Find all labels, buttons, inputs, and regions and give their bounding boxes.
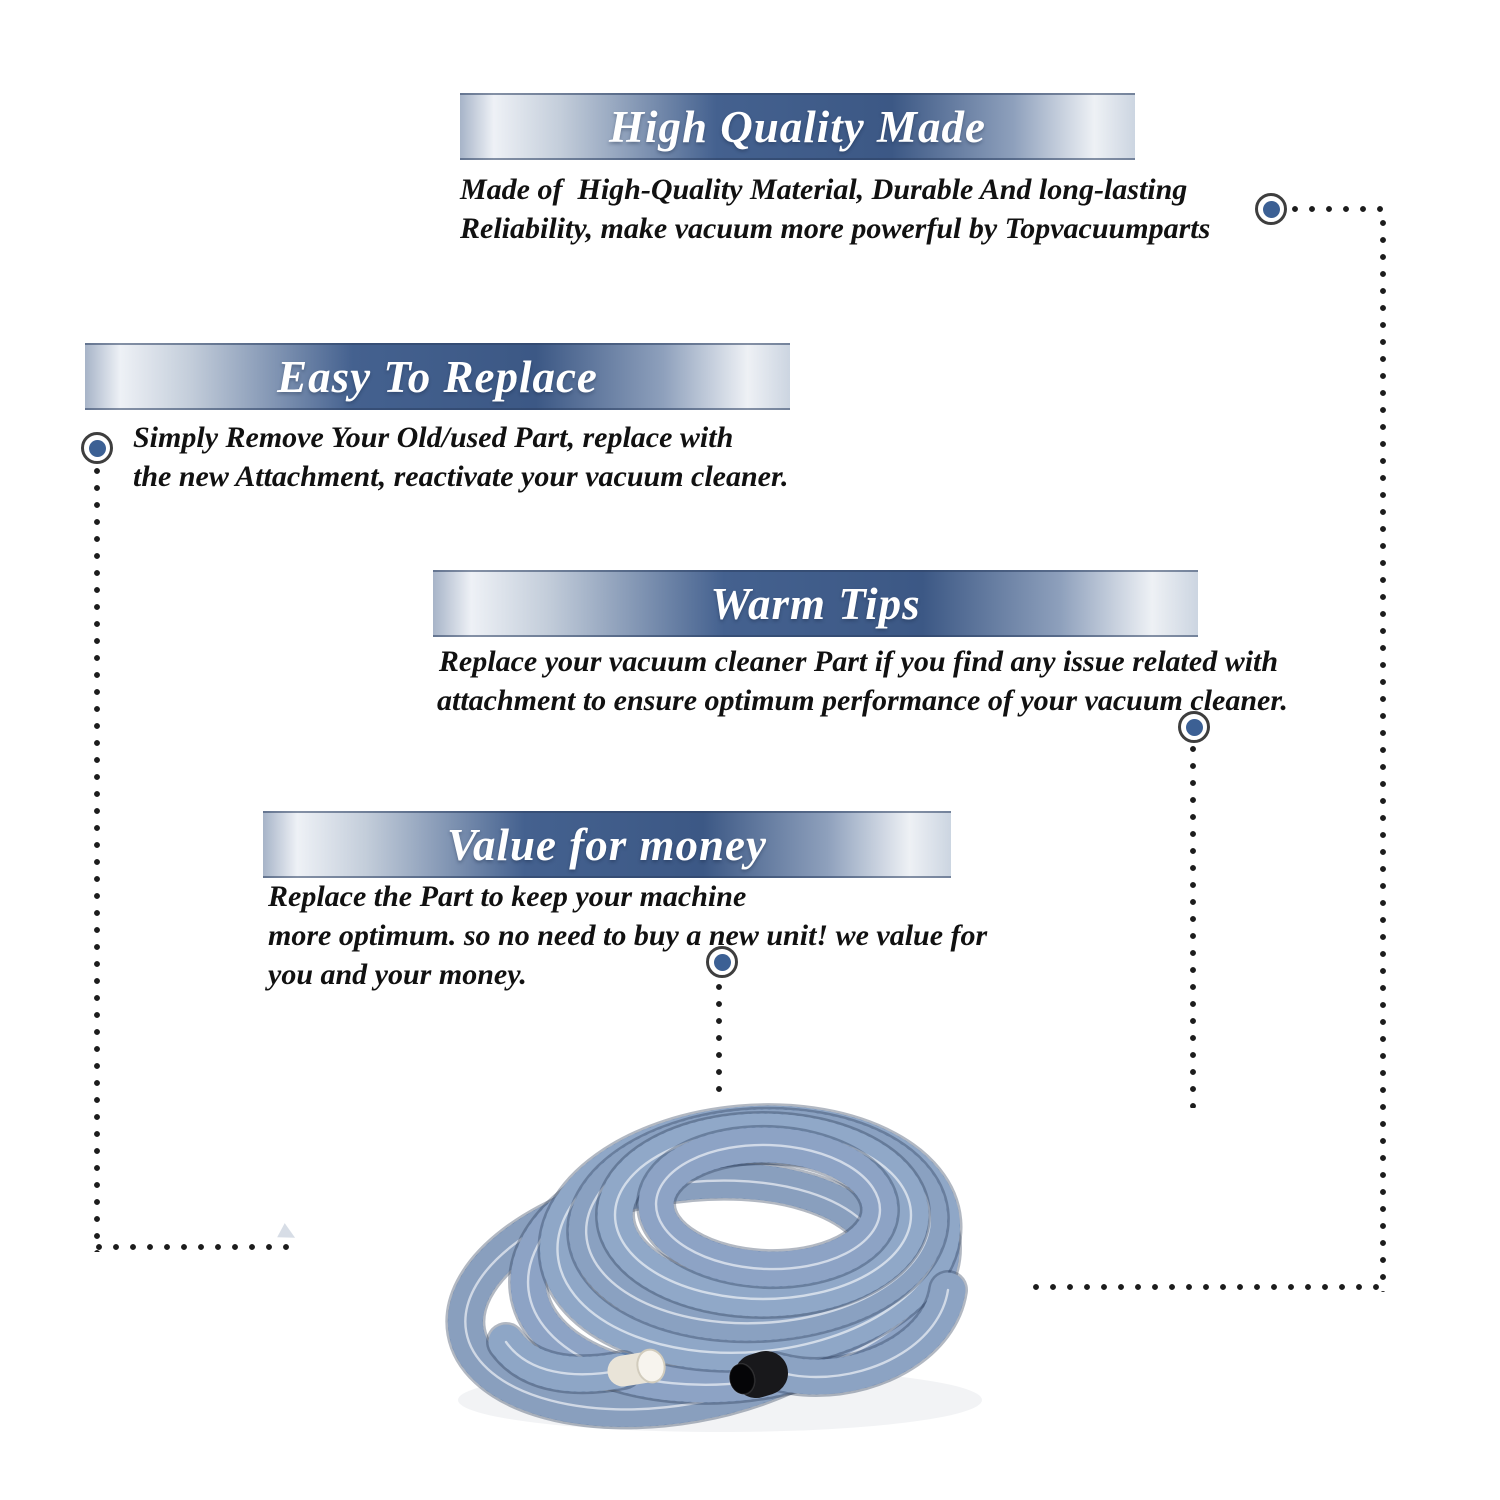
callout-marker-value-for-money <box>706 946 738 978</box>
section-banner-easy-replace: Easy To Replace <box>85 343 790 410</box>
product-image-vacuum-hose <box>445 1103 982 1432</box>
callout-marker-warm-tips <box>1178 711 1210 743</box>
connector-arrowhead <box>277 1223 299 1245</box>
section-text-easy-replace: Simply Remove Your Old/used Part, replac… <box>133 418 789 496</box>
section-title-value-for-money: Value for money <box>446 819 767 870</box>
section-banner-value-for-money: Value for money <box>263 811 951 878</box>
callout-marker-easy-replace <box>81 432 113 464</box>
product-image <box>420 1080 1040 1480</box>
feature-text-line: attachment to ensure optimum performance… <box>437 684 1288 717</box>
marker-core <box>1262 200 1280 218</box>
feature-text-line: Replace the Part to keep your machine <box>268 880 747 913</box>
feature-text-line: Replace your vacuum cleaner Part if you … <box>438 645 1279 678</box>
callout-marker-high-quality <box>1255 193 1287 225</box>
marker-core <box>1185 718 1203 736</box>
marker-core <box>713 953 731 971</box>
dotted-connector <box>1190 746 1196 1108</box>
section-title-warm-tips: Warm Tips <box>710 578 921 629</box>
marker-core <box>88 439 106 457</box>
feature-text-line: Reliability, make vacuum more powerful b… <box>460 212 1211 245</box>
feature-text-line: Simply Remove Your Old/used Part, replac… <box>133 421 734 454</box>
section-banner-high-quality: High Quality Made <box>460 93 1135 160</box>
dotted-connector <box>1380 220 1386 1292</box>
dotted-connector <box>1033 1284 1385 1290</box>
hose-connector-end <box>728 1351 788 1398</box>
hose-cuff-end <box>607 1348 666 1387</box>
section-title-easy-replace: Easy To Replace <box>277 351 598 402</box>
feature-text-line: the new Attachment, reactivate your vacu… <box>133 460 789 493</box>
section-title-high-quality: High Quality Made <box>608 101 987 152</box>
dotted-connector <box>94 468 100 1252</box>
section-text-high-quality: Made of High-Quality Material, Durable A… <box>460 170 1210 248</box>
dotted-connector <box>716 984 722 1094</box>
feature-text-line: more optimum. so no need to buy a new un… <box>268 919 988 952</box>
section-text-warm-tips: Replace your vacuum cleaner Part if you … <box>437 642 1288 720</box>
dotted-connector <box>1292 206 1388 212</box>
dotted-connector <box>96 1244 292 1250</box>
feature-text-line: you and your money. <box>268 958 527 991</box>
section-text-value-for-money: Replace the Part to keep your machine mo… <box>268 877 987 994</box>
feature-text-line: Made of High-Quality Material, Durable A… <box>460 173 1188 206</box>
section-banner-warm-tips: Warm Tips <box>433 570 1198 637</box>
